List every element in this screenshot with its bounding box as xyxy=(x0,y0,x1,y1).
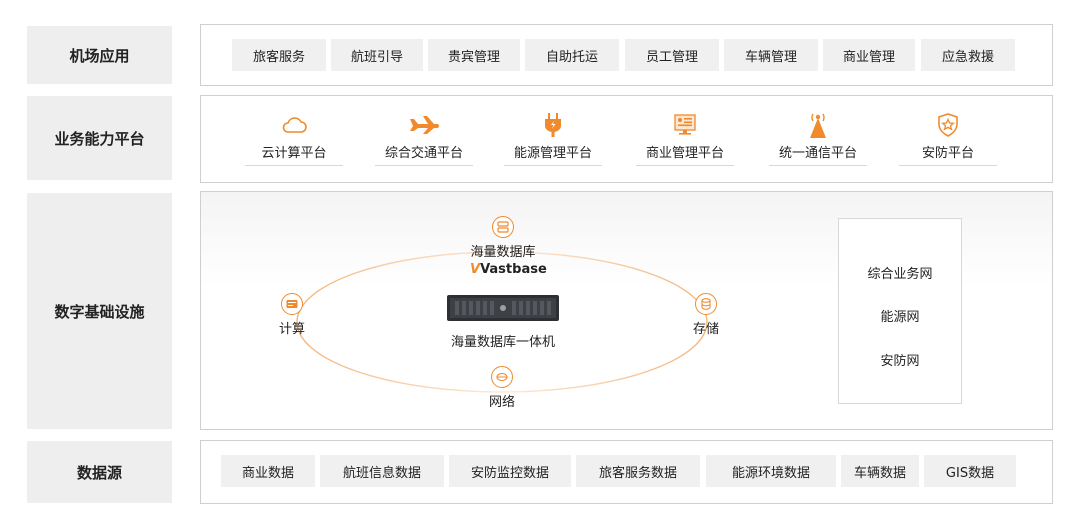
app-chip[interactable]: 自助托运 xyxy=(525,39,619,71)
network-item[interactable]: 安防网 xyxy=(880,354,920,369)
platform-commerce[interactable]: 商业管理平台 xyxy=(636,108,734,166)
data-source-chip[interactable]: 航班信息数据 xyxy=(320,455,444,487)
app-chip[interactable]: 贵宾管理 xyxy=(428,39,520,71)
network-icon xyxy=(491,366,513,388)
row-label-digital-infra: 数字基础设施 xyxy=(27,193,172,429)
storage-icon xyxy=(695,293,717,315)
platform-label: 商业管理平台 xyxy=(645,146,724,161)
plug-icon xyxy=(544,112,562,138)
data-source-chip[interactable]: 能源环境数据 xyxy=(706,455,836,487)
vastbase-logo-mark: V xyxy=(470,262,481,277)
vastbase-logo-text: Vastbase xyxy=(480,262,547,277)
network-item[interactable]: 能源网 xyxy=(880,310,920,325)
server-appliance-image xyxy=(447,293,559,323)
airport-apps-panel: 旅客服务 航班引导 贵宾管理 自助托运 员工管理 车辆管理 商业管理 应急救援 xyxy=(200,24,1053,86)
network-label: 网络 xyxy=(488,395,515,410)
platform-cloud[interactable]: 云计算平台 xyxy=(245,108,343,166)
data-source-chip[interactable]: 商业数据 xyxy=(221,455,315,487)
row-label-data-sources: 数据源 xyxy=(27,441,172,503)
storage-label: 存储 xyxy=(692,322,719,337)
app-chip[interactable]: 员工管理 xyxy=(625,39,719,71)
platform-label: 综合交通平台 xyxy=(384,146,463,161)
platform-transport[interactable]: 综合交通平台 xyxy=(375,108,473,166)
platform-energy[interactable]: 能源管理平台 xyxy=(504,108,602,166)
data-source-chip[interactable]: 安防监控数据 xyxy=(449,455,571,487)
database-label: 海量数据库 xyxy=(470,245,536,260)
shield-star-icon xyxy=(937,112,959,138)
platform-label: 统一通信平台 xyxy=(778,146,857,161)
app-chip[interactable]: 车辆管理 xyxy=(724,39,818,71)
database-icon xyxy=(492,216,514,238)
compute-label: 计算 xyxy=(278,322,305,337)
vastbase-logo: VVastbase xyxy=(470,262,547,277)
app-chip[interactable]: 商业管理 xyxy=(823,39,915,71)
monitor-icon xyxy=(673,112,697,138)
data-source-chip[interactable]: 车辆数据 xyxy=(841,455,919,487)
network-item[interactable]: 综合业务网 xyxy=(867,267,933,282)
node-compute[interactable]: 计算 xyxy=(272,293,312,337)
infra-orbit-diagram xyxy=(296,251,708,393)
node-storage[interactable]: 存储 xyxy=(686,293,726,337)
node-network[interactable]: 网络 xyxy=(482,366,522,410)
data-source-chip[interactable]: 旅客服务数据 xyxy=(576,455,700,487)
network-list-box: 综合业务网 能源网 安防网 xyxy=(838,218,962,404)
data-source-chip[interactable]: GIS数据 xyxy=(924,455,1016,487)
signal-tower-icon xyxy=(804,112,832,138)
app-chip[interactable]: 航班引导 xyxy=(331,39,423,71)
row-label-business-platform: 业务能力平台 xyxy=(27,96,172,180)
platform-label: 云计算平台 xyxy=(261,146,327,161)
node-database[interactable]: 海量数据库 xyxy=(469,216,537,260)
appliance-label: 海量数据库一体机 xyxy=(450,335,555,350)
platform-security[interactable]: 安防平台 xyxy=(899,108,997,166)
airplane-icon xyxy=(408,112,440,138)
compute-icon xyxy=(281,293,303,315)
app-chip[interactable]: 应急救援 xyxy=(921,39,1015,71)
row-label-airport-apps: 机场应用 xyxy=(27,26,172,84)
app-chip[interactable]: 旅客服务 xyxy=(232,39,326,71)
platform-communication[interactable]: 统一通信平台 xyxy=(769,108,867,166)
platform-label: 能源管理平台 xyxy=(513,146,592,161)
orbit-ellipse xyxy=(296,251,708,393)
platform-label: 安防平台 xyxy=(921,146,974,161)
cloud-icon xyxy=(281,112,307,138)
business-platform-panel: 云计算平台 综合交通平台 能源管理平台 商业管理平台 统一通信平台 安防平台 xyxy=(200,95,1053,183)
data-sources-panel: 商业数据 航班信息数据 安防监控数据 旅客服务数据 能源环境数据 车辆数据 GI… xyxy=(200,440,1053,504)
